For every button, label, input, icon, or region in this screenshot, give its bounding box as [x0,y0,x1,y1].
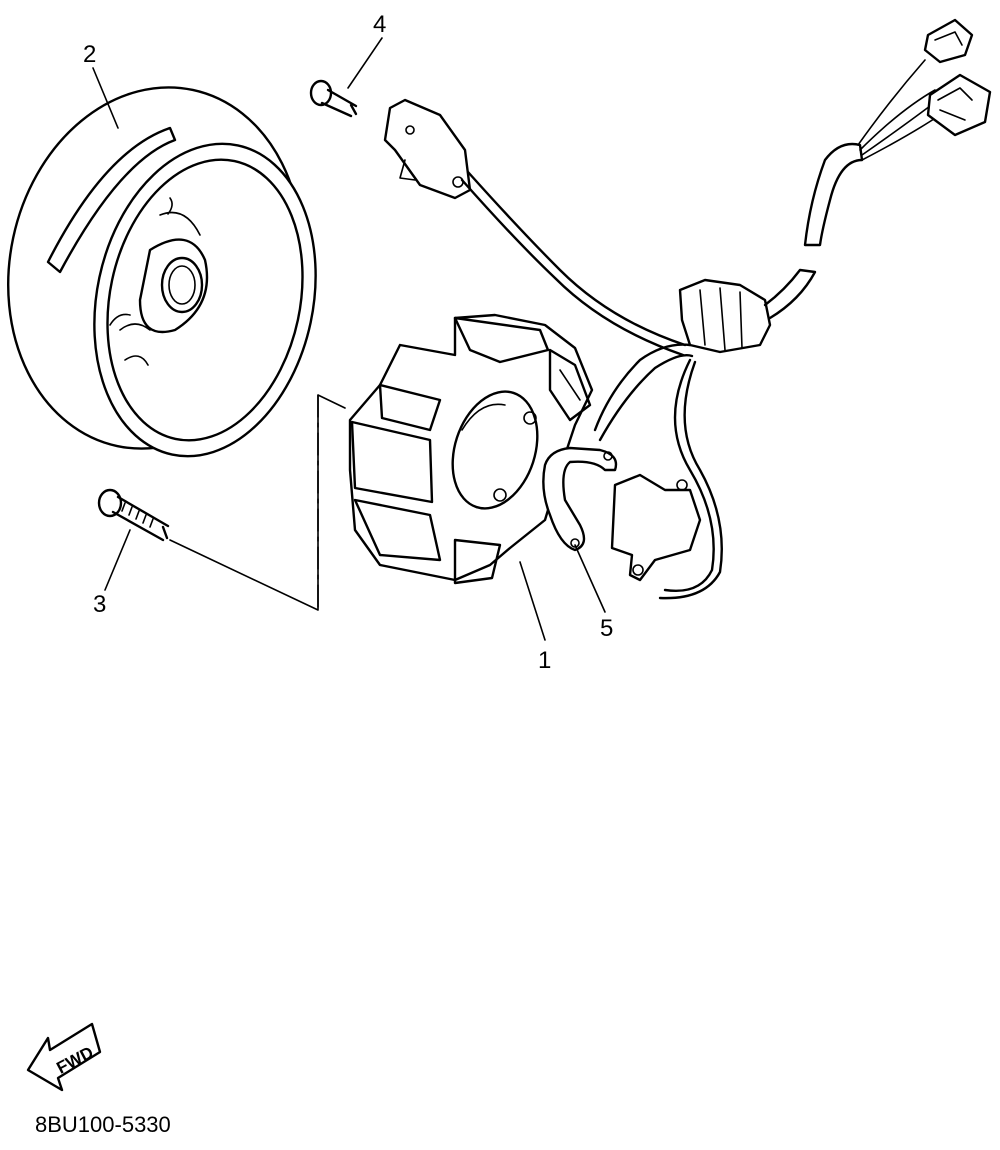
pulser-coil-upper [383,98,472,200]
flywheel-rotor [7,86,317,458]
callout-5: 5 [600,615,613,642]
pickup-screw [309,79,358,118]
callout-2: 2 [83,41,96,68]
wire-clamp [542,446,618,552]
callout-1: 1 [538,647,551,674]
wire-harness [460,18,992,600]
leader-lines [92,37,606,641]
stator-assembly [348,313,594,585]
rotor-bolt [97,488,170,542]
callout-3: 3 [93,591,106,618]
forward-arrow-icon: FWD [26,1022,102,1092]
pulser-coil-lower [610,473,702,582]
drawing-code: 8BU100-5330 [35,1112,171,1137]
callout-4: 4 [373,11,386,38]
